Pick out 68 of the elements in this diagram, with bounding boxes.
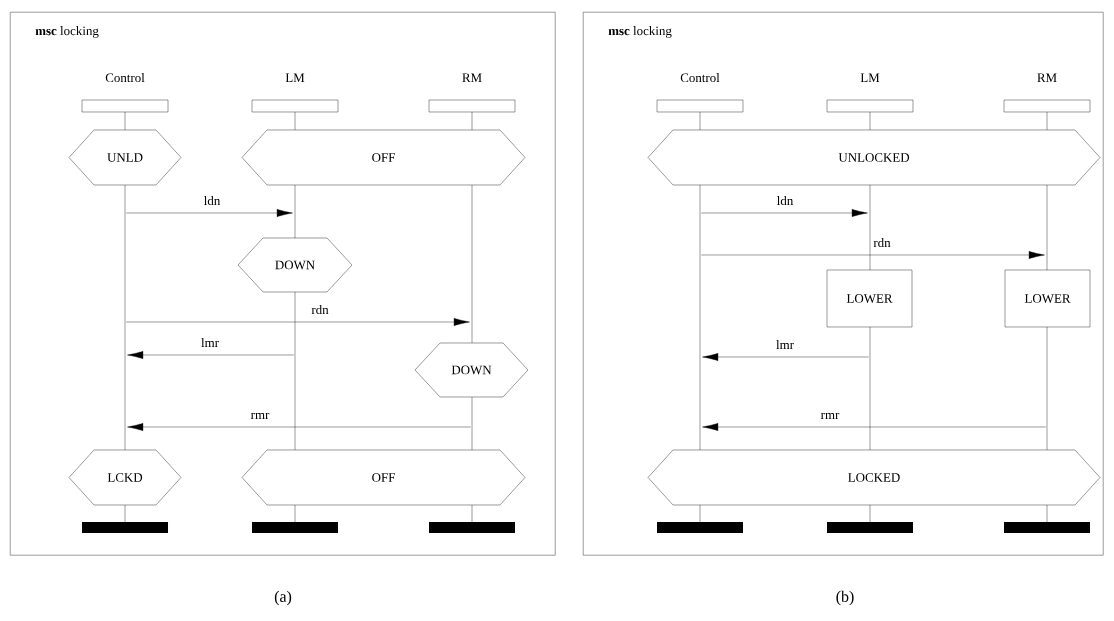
lifeline <box>294 184 296 239</box>
node-label: RM <box>462 73 482 82</box>
lifeline <box>699 111 701 131</box>
message-label: lmr <box>775 339 795 350</box>
condition-hexagon: UNLD <box>68 129 182 186</box>
message-label: ldn <box>775 195 795 207</box>
message-arrow <box>702 353 869 361</box>
lifeline <box>699 504 701 523</box>
lifeline <box>294 504 296 523</box>
condition-hexagon: DOWN <box>237 237 353 293</box>
instance-head: Control <box>656 73 744 113</box>
instance-end <box>82 522 168 533</box>
message-arrow <box>127 423 471 431</box>
message-label: ldn <box>202 195 222 207</box>
message-arrow <box>126 318 470 326</box>
message-arrow <box>127 351 294 359</box>
node-label: RM <box>1037 73 1057 82</box>
lifeline <box>471 184 473 344</box>
lifeline <box>471 396 473 451</box>
message-label: rdn <box>310 304 330 316</box>
lifeline <box>124 111 126 131</box>
message-arrow <box>701 251 1045 259</box>
panel-caption: (b) <box>836 590 854 606</box>
instance-head: RM <box>1003 73 1091 113</box>
instance-end <box>827 522 913 533</box>
message-label: rdn <box>872 237 892 249</box>
condition-hexagon: DOWN <box>414 342 529 398</box>
node-label: LM <box>860 73 880 82</box>
instance-end <box>1004 522 1090 533</box>
condition-hexagon: OFF <box>241 129 526 186</box>
lifeline <box>1046 504 1048 523</box>
lifeline <box>699 184 701 451</box>
action-box: LOWER <box>1004 269 1091 328</box>
condition-hexagon: LOCKED <box>647 449 1101 506</box>
message-label: rmr <box>819 411 841 420</box>
condition-hexagon: LCKD <box>68 449 182 506</box>
action-box: LOWER <box>826 269 913 328</box>
lifeline <box>471 111 473 131</box>
node-label: LM <box>285 73 305 82</box>
instance-head: RM <box>428 73 516 113</box>
instance-end <box>252 522 338 533</box>
condition-hexagon: UNLOCKED <box>647 129 1101 186</box>
lifeline <box>471 504 473 523</box>
message-arrow <box>701 209 868 217</box>
lifeline <box>294 111 296 131</box>
condition-hexagon: OFF <box>241 449 526 506</box>
node-label: Control <box>680 73 720 83</box>
lifeline <box>869 504 871 523</box>
message-arrow <box>126 209 293 217</box>
message-label: lmr <box>200 337 220 348</box>
lifeline <box>1046 111 1048 131</box>
lifeline <box>124 504 126 523</box>
lifeline <box>294 291 296 451</box>
lifeline <box>869 184 871 271</box>
lifeline <box>869 326 871 451</box>
message-arrow <box>702 423 1046 431</box>
lifeline <box>124 184 126 451</box>
instance-head: Control <box>81 73 169 113</box>
panel-caption: (a) <box>274 590 292 606</box>
lifeline <box>1046 184 1048 271</box>
instance-end <box>657 522 743 533</box>
instance-end <box>429 522 515 533</box>
message-label: rmr <box>249 411 271 420</box>
instance-head: LM <box>826 73 914 113</box>
instance-head: LM <box>251 73 339 113</box>
lifeline <box>869 111 871 131</box>
node-label: Control <box>105 73 145 83</box>
lifeline <box>1046 326 1048 451</box>
